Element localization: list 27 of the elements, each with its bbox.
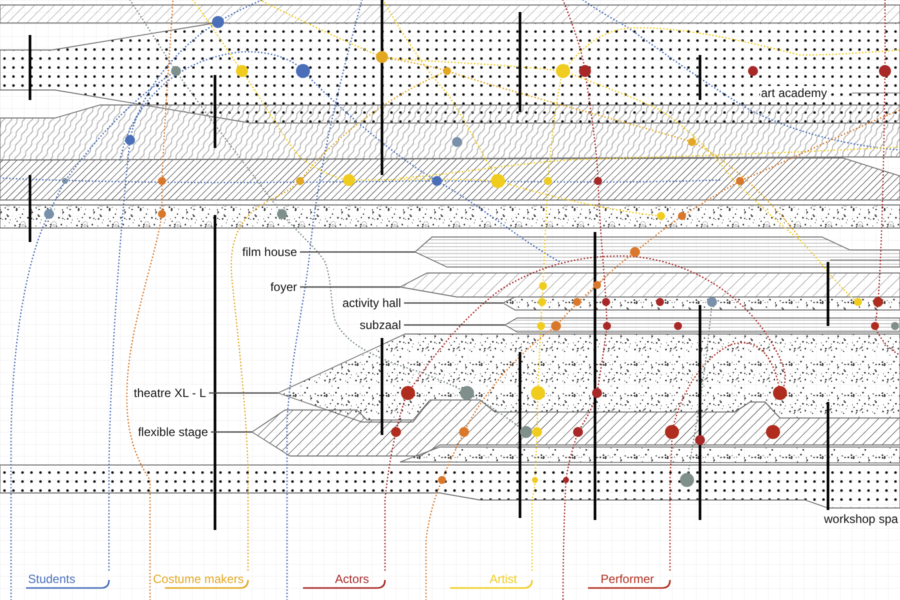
legend-label: Performer — [600, 572, 654, 586]
leader-line — [209, 392, 278, 394]
leader-line — [404, 324, 505, 326]
space-label: activity hall — [341, 296, 402, 310]
speckled-band — [278, 334, 900, 422]
legend-label: Costume makers — [153, 572, 244, 586]
leader-line — [300, 251, 415, 253]
space-label: flexible stage — [136, 425, 209, 439]
speckled-band — [0, 205, 900, 228]
leader-line — [404, 302, 503, 304]
legend-label: Students — [28, 572, 76, 586]
legend-label: Actors — [334, 572, 369, 586]
hatched-band — [252, 400, 900, 456]
leader-line — [300, 286, 400, 288]
dotted-band — [0, 465, 900, 508]
hatched-band — [0, 5, 900, 23]
hatched-band — [400, 273, 900, 297]
hatched-band — [0, 158, 900, 200]
space-label: foyer — [269, 280, 298, 294]
space-label: workshop spa — [823, 512, 900, 526]
band-label: art academy — [760, 86, 828, 100]
legend-label: Artist — [490, 572, 517, 586]
space-label: subzaal — [358, 318, 402, 332]
wavy-hatched-band — [0, 105, 900, 160]
space-label: film house — [241, 245, 298, 259]
space-label: theatre XL - L — [132, 386, 207, 400]
leader-line — [211, 431, 252, 433]
